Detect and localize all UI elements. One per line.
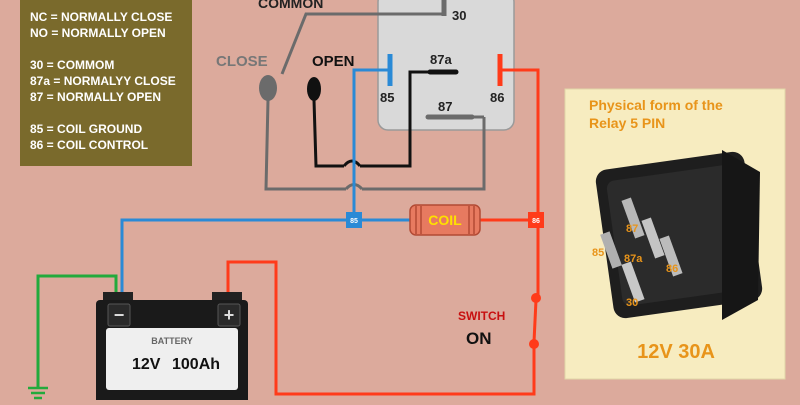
wire-blue-coil-ground — [120, 68, 412, 300]
relay-photo — [595, 150, 763, 320]
battery-capacity: 100Ah — [172, 356, 220, 373]
switch: SWITCH ON — [458, 293, 541, 349]
physical-pin-87: 87 — [626, 223, 638, 235]
open-label: OPEN — [312, 53, 355, 70]
legend-line-no: NO = NORMALLY OPEN — [30, 26, 166, 40]
pin-87-label: 87 — [438, 99, 452, 114]
relay-rating: 12V 30A — [637, 341, 715, 363]
junction-86 — [528, 212, 544, 228]
wire-green-ground — [36, 274, 118, 388]
battery-voltage: 12V — [132, 356, 161, 373]
junction-85-label: 85 — [350, 218, 358, 225]
pin-30-label: 30 — [452, 8, 466, 23]
close-label: CLOSE — [216, 53, 268, 70]
wire-black-nc — [312, 70, 436, 168]
physical-pin-87a: 87a — [624, 253, 643, 265]
battery-negative-terminal: − — [114, 305, 125, 325]
physical-relay-panel: Physical form of the Relay 5 PIN 87 85 8… — [564, 88, 786, 380]
common-label: COMMON — [258, 0, 323, 11]
panel-title-line1: Physical form of the — [589, 97, 723, 113]
switch-state-label: ON — [466, 329, 492, 348]
pin-85-label: 85 — [380, 90, 394, 105]
relay-body — [377, 0, 515, 131]
panel-title-line2: Relay 5 PIN — [589, 115, 665, 131]
pin-87a-label: 87a — [430, 52, 452, 67]
legend-box: NC = NORMALLY CLOSE NO = NORMALLY OPEN 3… — [20, 0, 192, 166]
coil: COIL — [409, 204, 481, 236]
ground-symbol — [28, 386, 48, 400]
physical-pin-86: 86 — [666, 263, 678, 275]
coil-label: COIL — [428, 212, 462, 228]
physical-pin-85: 85 — [592, 247, 604, 259]
switch-label: SWITCH — [458, 309, 505, 323]
junction-86-label: 86 — [532, 218, 540, 225]
legend-line-nc: NC = NORMALLY CLOSE — [30, 10, 172, 24]
battery-label: BATTERY — [151, 336, 193, 346]
legend-line-30: 30 = COMMOM — [30, 58, 114, 72]
physical-pin-30: 30 — [626, 297, 638, 309]
legend-line-87: 87 = NORMALLY OPEN — [30, 90, 161, 104]
battery-positive-terminal: + — [224, 305, 235, 325]
legend-line-87a: 87a = NORMALYY CLOSE — [30, 74, 176, 88]
pin-86-label: 86 — [490, 90, 504, 105]
battery: − + BATTERY 12V 100Ah — [96, 292, 248, 405]
nc-contact — [259, 75, 277, 101]
no-contact — [307, 77, 321, 101]
junction-85 — [346, 212, 362, 228]
legend-background — [20, 0, 192, 166]
legend-line-85: 85 = COIL GROUND — [30, 122, 142, 136]
legend-line-86: 86 = COIL CONTROL — [30, 138, 148, 152]
